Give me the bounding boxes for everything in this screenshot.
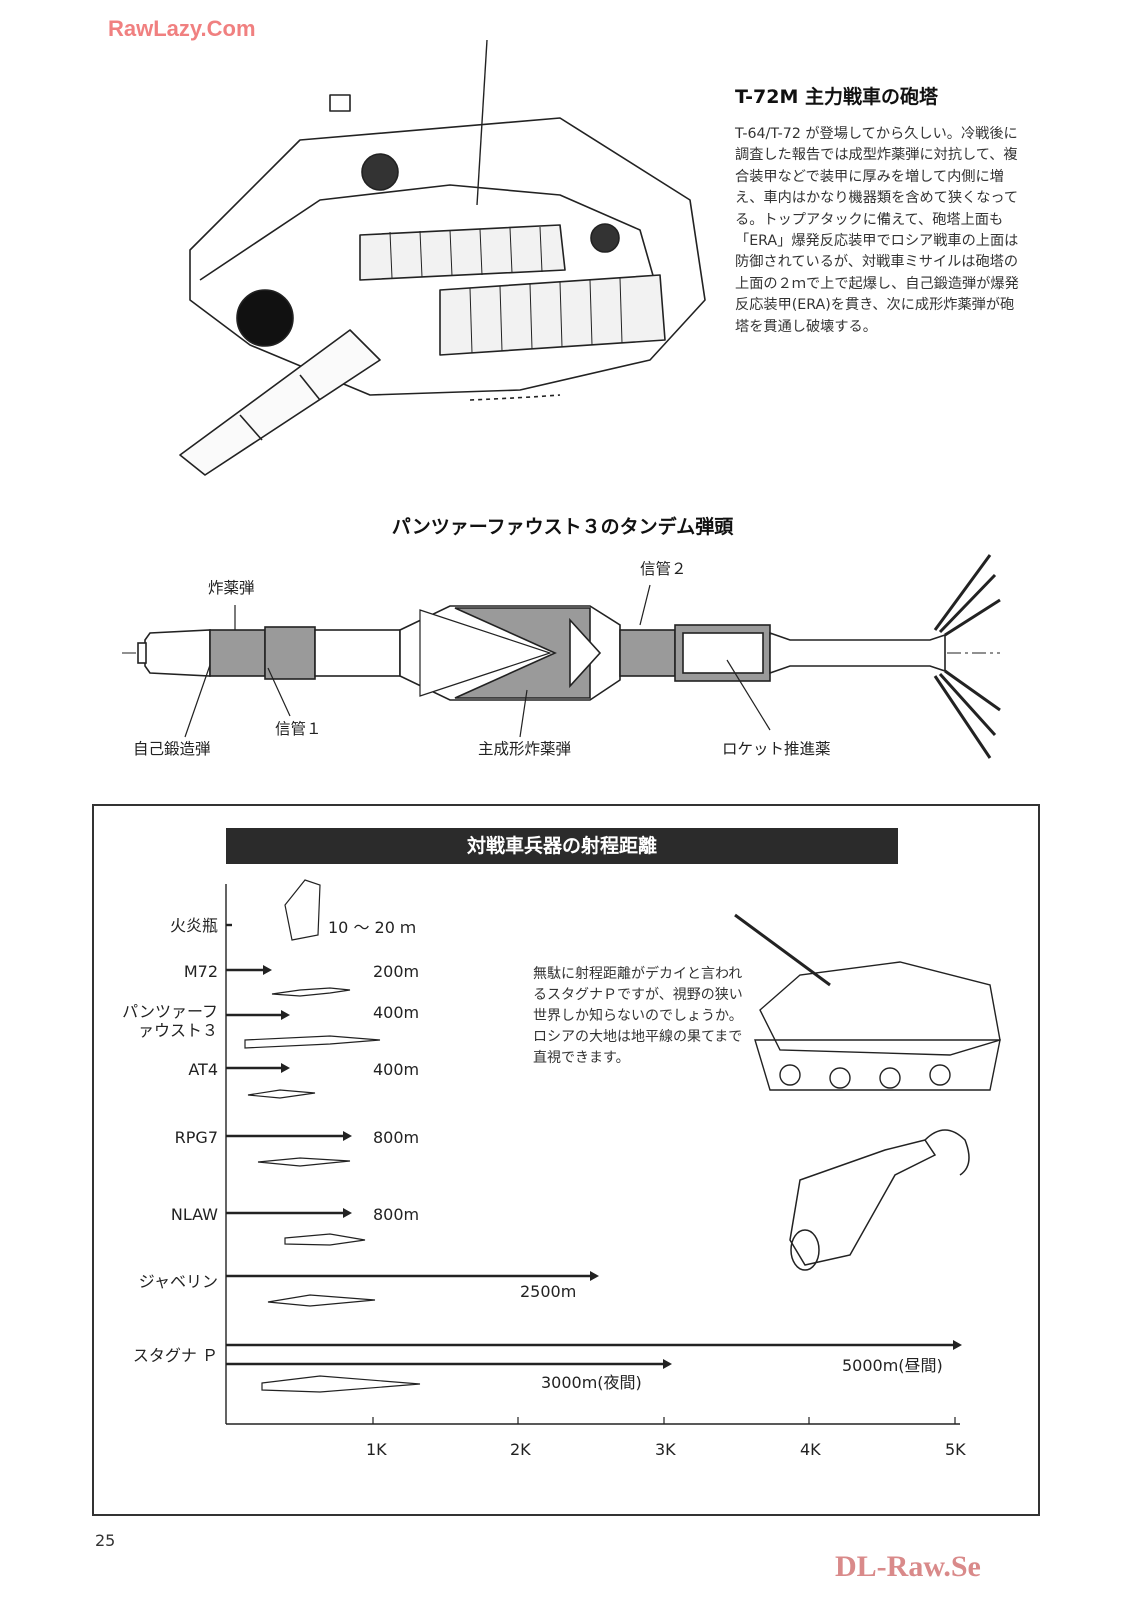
weapon-name-at4: AT4 xyxy=(188,1060,218,1079)
weapon-name-m72: M72 xyxy=(183,962,218,981)
label-efp: 自己鍛造弾 xyxy=(133,740,211,758)
range-label-m72: 200m xyxy=(373,962,420,981)
weapon-name-panzerfaust: パンツァーファウスト３ xyxy=(122,1002,218,1040)
watermark-bottom: DL-Raw.Se xyxy=(835,1550,981,1583)
weapon-name-molotov: 火炎瓶 xyxy=(169,916,218,935)
label-main-charge: 主成形炸薬弾 xyxy=(478,740,572,758)
x-tick-4k: 4K xyxy=(800,1440,821,1459)
weapon-sketches xyxy=(244,879,421,1393)
label-fuze-2: 信管２ xyxy=(640,560,687,578)
range-label-stugna-night: 3000m(夜間) xyxy=(541,1373,642,1392)
t72-title: T-72M 主力戦車の砲塔 xyxy=(735,86,939,108)
range-chart-title: 対戦車兵器の射程距離 xyxy=(226,828,898,864)
range-label-stugna-day: 5000m(昼間) xyxy=(842,1356,943,1375)
x-tick-2k: 2K xyxy=(510,1440,531,1459)
range-chart-graphics xyxy=(225,879,1001,1425)
range-label-at4: 400m xyxy=(373,1060,420,1079)
weapon-name-javelin: ジャベリン xyxy=(138,1272,218,1291)
x-tick-3k: 3K xyxy=(655,1440,676,1459)
x-tick-5k: 5K xyxy=(945,1440,966,1459)
tank-icon xyxy=(734,913,1001,1091)
weapon-name-rpg7: RPG7 xyxy=(174,1128,218,1147)
label-fuze-1: 信管１ xyxy=(275,720,322,738)
x-tick-1k: 1K xyxy=(366,1440,387,1459)
molotov-small-icon xyxy=(284,879,321,941)
range-label-rpg7: 800m xyxy=(373,1128,420,1147)
molotov-bottle-icon xyxy=(789,1129,970,1271)
range-bars xyxy=(226,923,962,1369)
panzerfaust-warhead-diagram xyxy=(122,554,1001,759)
range-chart-frame xyxy=(92,804,1040,1516)
range-label-molotov: 10 ～ 20 ｍ xyxy=(328,918,416,937)
panzerfaust-title: パンツァーファウスト３のタンデム弾頭 xyxy=(391,516,734,538)
watermark-top: RawLazy.Com xyxy=(108,16,256,41)
label-explosive: 炸薬弾 xyxy=(208,579,255,597)
weapon-name-nlaw: NLAW xyxy=(170,1205,218,1224)
page-number: 25 xyxy=(95,1531,116,1550)
t72-turret-illustration xyxy=(179,39,706,476)
t72-description: T-64/T-72 が登場してから久しい。冷戦後に調査した報告では成型炸薬弾に対… xyxy=(735,126,1019,335)
label-rocket-propellant: ロケット推進薬 xyxy=(722,740,831,758)
range-label-javelin: 2500m xyxy=(520,1282,577,1301)
range-label-nlaw: 800m xyxy=(373,1205,420,1224)
weapon-name-stugna: スタグナ Ｐ xyxy=(132,1346,218,1365)
range-chart-note: 無駄に射程距離がデカイと言われるスタグナＰですが、視野の狭い世界しか知らないので… xyxy=(533,966,743,1066)
range-label-panzerfaust: 400m xyxy=(373,1003,420,1022)
